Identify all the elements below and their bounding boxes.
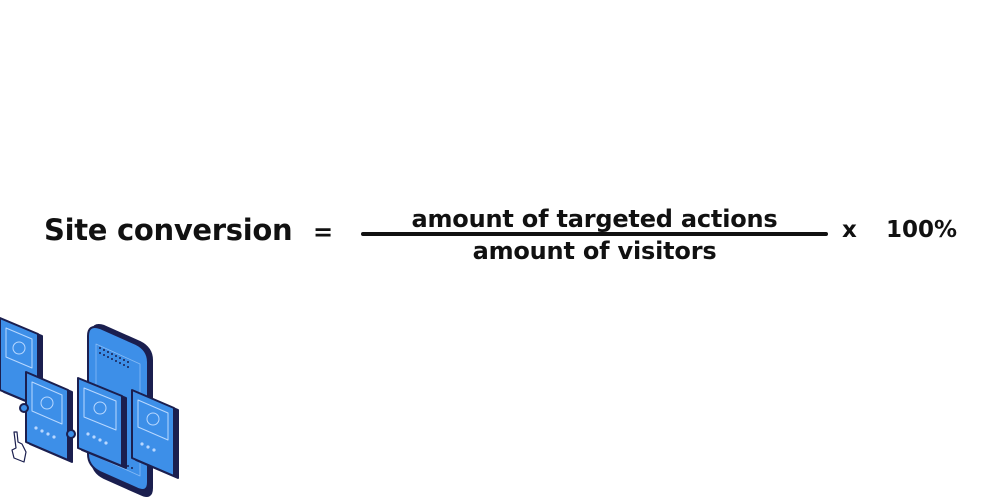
multiply-sign: x <box>842 217 857 243</box>
denominator: amount of visitors <box>472 237 717 265</box>
numerator: amount of targeted actions <box>411 205 778 233</box>
next-arrow-icon <box>66 429 76 439</box>
percent-factor: 100% <box>886 217 958 243</box>
profile-card-icon <box>77 377 127 469</box>
profile-card-icon <box>25 371 73 463</box>
pointing-hand-icon <box>11 431 27 463</box>
phone-profiles-illustration <box>0 317 179 497</box>
fraction-bar <box>361 232 828 236</box>
formula-lhs: Site conversion <box>44 213 293 247</box>
profile-card-icon <box>131 389 179 479</box>
equals-sign: = <box>313 218 334 246</box>
prev-arrow-icon <box>19 403 29 413</box>
